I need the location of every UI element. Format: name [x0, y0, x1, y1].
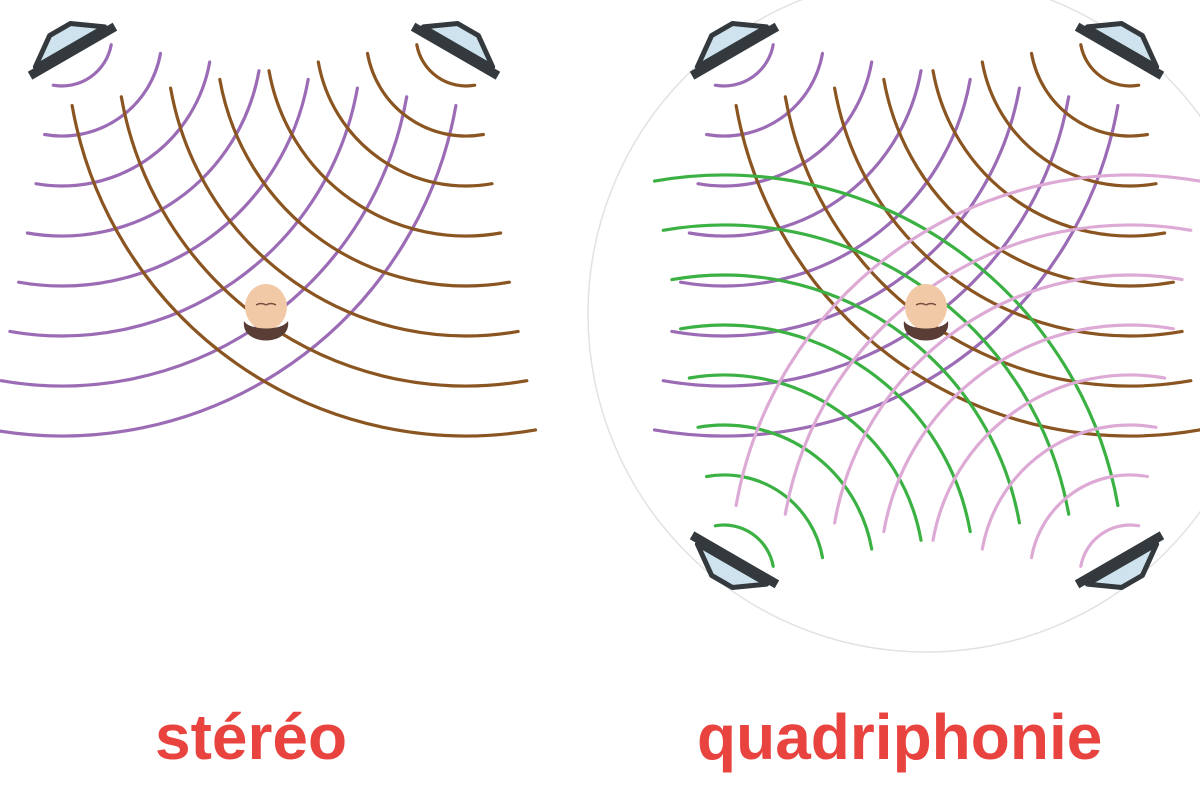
- quad-front-right-wave-arc: [1029, 51, 1149, 138]
- stereo-front-left-speaker-icon: [18, 5, 115, 76]
- quad-rear-right-waves: [734, 173, 1200, 568]
- quad-rear-left-speaker-icon: [680, 535, 777, 606]
- quad-rear-left-wave-arc: [705, 473, 825, 560]
- quad-front-left-wave-arc: [696, 60, 874, 188]
- quad-rear-left-wave-arc: [696, 423, 874, 551]
- quad-rear-right-wave-arc: [1079, 523, 1141, 568]
- stereo-front-left-wave-arc: [34, 60, 212, 188]
- quad-rear-right-wave-arc: [734, 173, 1200, 508]
- stereo-caption: stéréo: [155, 701, 348, 773]
- quad-rear-left-wave-arc: [687, 373, 923, 542]
- stereo-front-right-wave-arc: [267, 69, 503, 238]
- quad-front-right-wave-arc: [734, 103, 1200, 438]
- quad-front-left-wave-arc: [652, 103, 1120, 438]
- quad-front-left-wave-arc: [687, 69, 923, 238]
- quad-front-left-wave-arc: [670, 86, 1021, 338]
- stereo-front-left-wave-arc: [8, 86, 359, 338]
- quad-caption: quadriphonie: [697, 701, 1103, 773]
- quad-rear-right-wave-arc: [882, 323, 1175, 534]
- quad-front-left-wave-arc: [705, 51, 825, 138]
- stereo-panel: [0, 5, 538, 438]
- stereo-front-left-wave-arc: [43, 51, 163, 138]
- quad-rear-right-wave-arc: [980, 423, 1158, 551]
- quad-front-right-wave-arc: [980, 60, 1158, 188]
- quad-rear-right-wave-arc: [833, 273, 1184, 525]
- stereo-front-right-wave-arc: [415, 43, 477, 88]
- quad-front-left-speaker-icon: [680, 5, 777, 76]
- stereo-front-right-wave-arc: [70, 103, 538, 438]
- stereo-front-left-wave-arc: [0, 103, 458, 438]
- quad-rear-right-wave-arc: [1029, 473, 1149, 560]
- quad-front-right-wave-arc: [1079, 43, 1141, 88]
- quad-front-left-wave-arc: [713, 43, 775, 88]
- quad-rear-left-wave-arc: [670, 273, 1021, 525]
- quad-rear-left-wave-arc: [713, 523, 775, 568]
- quad-rear-left-wave-arc: [652, 173, 1120, 508]
- stereo-front-right-speaker-icon: [413, 5, 510, 76]
- listening-circle: [587, 0, 1200, 653]
- stereo-front-left-wave-arc: [51, 43, 113, 88]
- stereo-front-left-wave-arc: [25, 69, 261, 238]
- quad-listener-icon: [903, 283, 949, 342]
- quad-front-right-speaker-icon: [1077, 5, 1174, 76]
- quad-rear-right-speaker-icon: [1077, 535, 1174, 606]
- quad-front-right-wave-arc: [882, 77, 1175, 288]
- stereo-front-right-waves: [70, 43, 538, 438]
- quad-panel: [587, 0, 1200, 653]
- quad-front-right-wave-arc: [833, 86, 1184, 338]
- stereo-front-right-wave-arc: [169, 86, 520, 338]
- quad-front-right-wave-arc: [931, 69, 1167, 238]
- stereo-front-right-wave-arc: [218, 77, 511, 288]
- stereo-listener-icon: [243, 283, 289, 342]
- quad-rear-right-wave-arc: [931, 373, 1167, 542]
- stereo-front-right-wave-arc: [365, 51, 485, 138]
- stereo-front-right-wave-arc: [316, 60, 494, 188]
